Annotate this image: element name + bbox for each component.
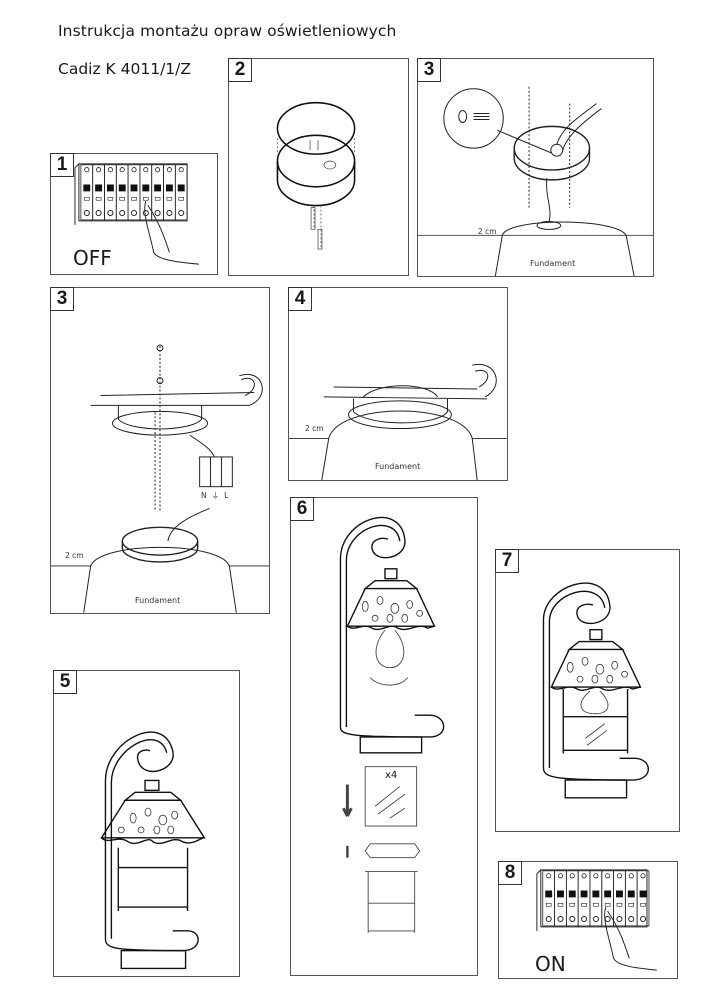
breaker-module bbox=[163, 164, 176, 221]
step-3a-panel: 3 2 cm Fundament bbox=[417, 58, 654, 277]
terminal-l: L bbox=[224, 491, 234, 500]
breaker-module bbox=[636, 870, 650, 927]
breaker-off-illustration bbox=[74, 163, 199, 265]
breaker-module bbox=[624, 870, 638, 927]
step-3b-panel: 3 N⏚L 2 cm Fundament bbox=[50, 287, 270, 614]
step-number: 8 bbox=[498, 861, 522, 885]
step-6-panel: 6 x4 bbox=[290, 497, 478, 976]
terminal-n: N bbox=[201, 491, 212, 500]
step-4-panel: 4 2 cm Fundament bbox=[288, 287, 508, 481]
model-name: Cadiz K 4011/1/Z bbox=[58, 60, 191, 78]
arm-attachment-illustration bbox=[51, 344, 269, 613]
breaker-module bbox=[565, 870, 579, 927]
breaker-module bbox=[80, 164, 94, 221]
step-number: 1 bbox=[50, 153, 74, 177]
breaker-module bbox=[174, 164, 188, 221]
frame-reattach-illustration bbox=[542, 582, 650, 799]
terminal-labels: N⏚L bbox=[201, 490, 233, 501]
arm-mounted-illustration bbox=[289, 363, 507, 480]
step-number: 6 bbox=[290, 497, 314, 521]
breaker-module bbox=[115, 164, 129, 221]
document-title: Instrukcja montażu opraw oświetleniowych bbox=[58, 22, 397, 40]
breaker-module bbox=[554, 870, 567, 927]
step-number: 5 bbox=[53, 670, 77, 694]
foundation-label: Fundament bbox=[375, 462, 421, 471]
breaker-module bbox=[542, 870, 555, 927]
terminal-ground: ⏚ bbox=[211, 491, 225, 500]
breaker-module bbox=[104, 164, 117, 221]
height-label: 2 cm bbox=[478, 227, 497, 236]
step-8-panel: 8 ON bbox=[498, 861, 678, 979]
foundation-label: Fundament bbox=[530, 259, 576, 268]
step-2-panel: 2 bbox=[228, 58, 409, 276]
breaker-module bbox=[139, 164, 153, 221]
breaker-module bbox=[589, 870, 603, 927]
height-label: 2 cm bbox=[65, 551, 84, 560]
breaker-module bbox=[577, 870, 591, 927]
breaker-on-illustration bbox=[536, 869, 657, 971]
bulb-and-glass-illustration bbox=[339, 517, 445, 933]
step-number: 3 bbox=[50, 287, 74, 311]
step-1-panel: 1 OFF bbox=[50, 153, 218, 275]
base-on-foundation-illustration bbox=[418, 86, 653, 276]
breaker-module bbox=[151, 164, 164, 221]
step-number: 3 bbox=[417, 58, 441, 82]
step-5-panel: 5 bbox=[53, 670, 240, 977]
breaker-module bbox=[613, 870, 626, 927]
frame-removal-illustration bbox=[100, 731, 206, 970]
step-caption-off: OFF bbox=[73, 246, 112, 270]
step-number: 4 bbox=[288, 287, 312, 311]
mounting-base-illustration bbox=[276, 101, 356, 250]
step-number: 7 bbox=[495, 549, 519, 573]
pane-count: x4 bbox=[385, 770, 398, 781]
breaker-module bbox=[127, 164, 141, 221]
step-7-panel: 7 bbox=[495, 549, 680, 832]
step-caption-on: ON bbox=[535, 952, 566, 976]
height-label: 2 cm bbox=[305, 424, 324, 433]
foundation-label: Fundament bbox=[135, 596, 181, 605]
breaker-module bbox=[92, 164, 105, 221]
step-number: 2 bbox=[228, 58, 252, 82]
